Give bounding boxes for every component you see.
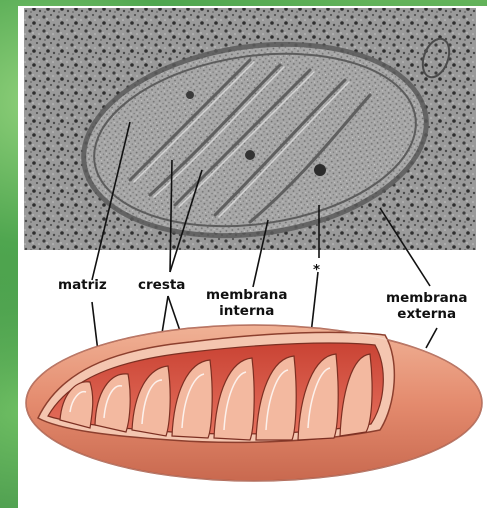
label-membrana-interna-line2: interna (206, 303, 287, 319)
label-membrana-interna-line1: membrana (206, 287, 287, 303)
label-cresta: cresta (138, 277, 185, 293)
label-membrana-interna: membrana interna (206, 287, 287, 319)
label-membrana-externa-line1: membrana (386, 290, 467, 306)
mitochondrion-drawing (26, 325, 482, 481)
label-matriz: matriz (58, 277, 107, 293)
label-membrana-externa-line2: externa (386, 306, 467, 322)
label-asterisk: * (313, 262, 320, 278)
electron-micrograph (24, 8, 476, 259)
label-membrana-externa: membrana externa (386, 290, 467, 322)
